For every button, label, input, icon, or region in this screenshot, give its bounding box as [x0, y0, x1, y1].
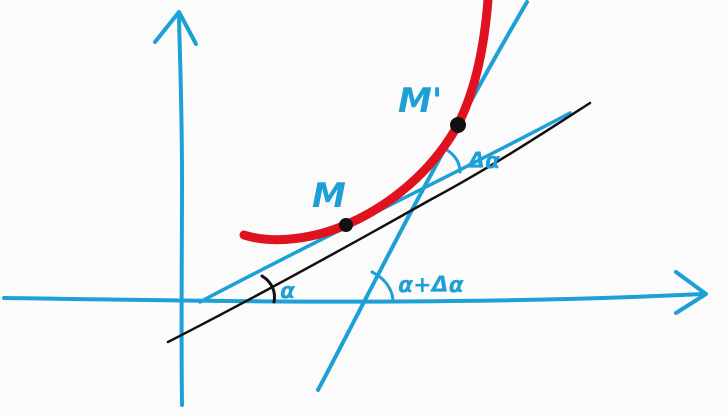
y-axis-arrowhead [153, 10, 198, 46]
x-axis [2, 292, 705, 304]
label-angle-delta-alpha: Δα [466, 149, 501, 174]
point-m [339, 218, 353, 232]
label-m: M [312, 176, 346, 216]
y-axis [177, 16, 185, 407]
secant-line [316, 0, 529, 392]
angle-arc-alpha-plus-delta [370, 270, 395, 302]
function-curve [239, 0, 493, 245]
point-m-prime [450, 117, 466, 133]
x-axis-arrowhead [674, 270, 708, 315]
tangent-line [166, 101, 592, 344]
label-m-prime: M' [398, 81, 442, 121]
angle-arc-alpha [260, 274, 276, 304]
angle-arc-delta-alpha [445, 148, 462, 174]
label-angle-alpha: α [280, 279, 296, 304]
label-angle-alpha-plus-delta: α+Δα [398, 273, 465, 298]
